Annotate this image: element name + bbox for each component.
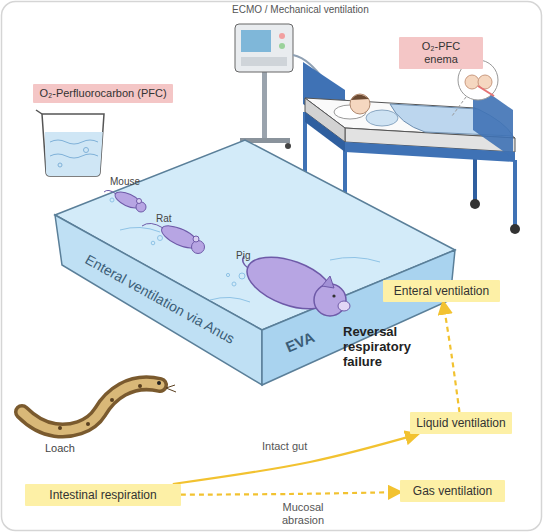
mouse-figure [104, 190, 116, 194]
rat-figure [192, 241, 205, 254]
flow-arrow [181, 492, 400, 495]
enema-inset [465, 75, 479, 89]
hospital-bed [513, 160, 517, 225]
pig-figure [226, 247, 350, 319]
beaker [84, 148, 89, 153]
material-tag: O₂-Perfluorocarbon (PFC) [33, 84, 173, 103]
mouse-figure [110, 198, 114, 202]
pig-figure [239, 273, 245, 279]
beaker [50, 140, 98, 144]
ecmo-machine [262, 70, 267, 140]
ecmo-machine [279, 43, 285, 49]
loach-figure [22, 383, 160, 430]
hospital-bed [470, 199, 480, 209]
loach-figure [138, 384, 142, 388]
material-tag: O₂-PFC enema [399, 37, 483, 69]
beaker [45, 132, 103, 176]
enema-inset [452, 97, 466, 116]
hospital-bed [345, 142, 515, 162]
beaker [36, 110, 42, 114]
loach-figure [110, 398, 114, 402]
node-text: O₂-PFC enema [404, 40, 478, 66]
animal-label: Mouse [110, 176, 140, 188]
rat-figure [193, 236, 199, 242]
node-text: Liquid ventilation [416, 416, 506, 430]
beaker [36, 110, 104, 176]
loach-figure [86, 422, 90, 426]
beaker [42, 114, 104, 176]
tub [55, 215, 262, 385]
node-text: Intestinal respiration [31, 488, 175, 502]
concept-box: Liquid ventilation [410, 412, 512, 434]
animal-label: Loach [45, 442, 75, 455]
hospital-bed [350, 94, 370, 114]
mouse-figure [137, 199, 142, 204]
edge-label: Intact gut [262, 440, 307, 453]
pig-figure [314, 284, 346, 316]
ecmo-machine [235, 24, 356, 149]
beaker [50, 154, 98, 158]
loach-figure [166, 385, 176, 392]
animal-label: Rat [156, 213, 172, 225]
tub [330, 257, 380, 262]
tub [210, 297, 250, 302]
pig-figure [332, 294, 335, 297]
ecmo-machine [285, 143, 291, 149]
hospital-bed [510, 224, 520, 234]
animal-label: Pig [236, 250, 250, 262]
loach-figure [58, 426, 62, 430]
node-text: Gas ventilation [406, 484, 499, 498]
ecmo-machine [241, 57, 287, 66]
edge-label: Reversal respiratory failure [343, 325, 429, 370]
node-text: Enteral ventilation [389, 284, 494, 298]
ecmo-machine [241, 30, 271, 52]
rat-figure [142, 221, 205, 253]
flow-arrow [173, 434, 418, 484]
device-label: ECMO / Mechanical ventilation [232, 4, 369, 16]
enema-inset [478, 86, 494, 96]
loach-figure [157, 381, 161, 385]
hospital-bed [305, 112, 345, 152]
concept-box: Enteral ventilation [383, 280, 500, 302]
tub [120, 227, 160, 232]
beaker [58, 163, 62, 167]
hospital-bed [351, 95, 369, 100]
concept-box: Intestinal respiration [25, 484, 181, 506]
rat-figure [142, 223, 163, 228]
ecmo-machine [235, 24, 293, 72]
tub [55, 140, 455, 385]
edge-label: Mucosal abrasion [268, 501, 338, 526]
pig-figure [322, 276, 334, 288]
loach-figure [22, 381, 176, 430]
pig-figure [232, 282, 236, 286]
concept-box: Gas ventilation [400, 480, 505, 502]
node-text: O₂-Perfluorocarbon (PFC) [38, 87, 168, 100]
flow-arrow [443, 302, 459, 412]
mouse-figure [104, 189, 146, 212]
loach-figure [22, 383, 160, 430]
pig-figure [226, 273, 229, 276]
ecmo-machine [279, 33, 285, 39]
pig-figure [338, 301, 350, 311]
hospital-bed [366, 110, 398, 126]
rat-figure [151, 241, 155, 245]
rat-figure [158, 236, 163, 241]
